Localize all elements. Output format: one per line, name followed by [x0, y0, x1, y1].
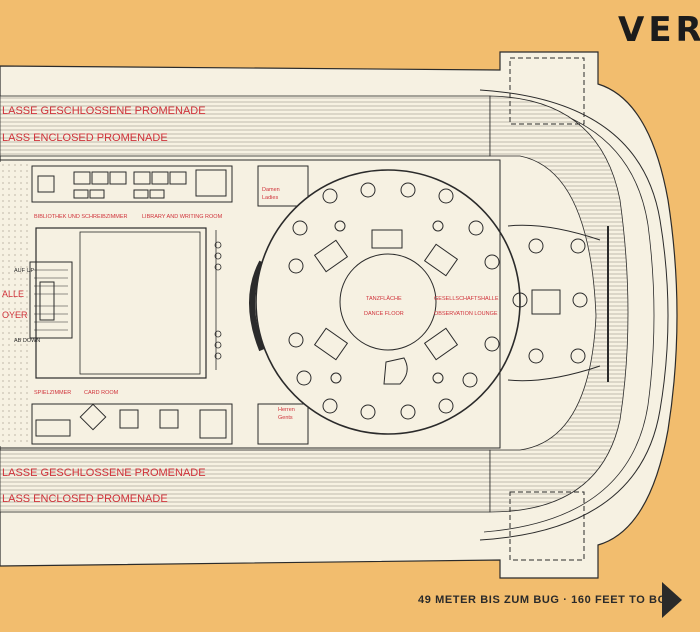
promenade-bottom-hatch: [0, 449, 491, 513]
card-room-label-de: SPIELZIMMER: [34, 390, 71, 396]
stairs-up-label: AUF UP: [14, 268, 35, 274]
stairs-down-label: AB DOWN: [14, 338, 40, 344]
observation-label-en: OBSERVATION LOUNGE: [434, 311, 498, 317]
gents-label-en: Gents: [278, 415, 293, 421]
dance-floor-label-en: DANCE FLOOR: [364, 311, 404, 317]
observation-lounge-circle: [255, 169, 521, 435]
promenade-bottom-en: LASS ENCLOSED PROMENADE: [2, 493, 168, 505]
hall-label: ALLE: [2, 289, 24, 299]
ladies-label-de: Damen: [262, 187, 280, 193]
dance-floor-label-de: TANZFLÄCHE: [366, 295, 402, 302]
bow-hatch: [489, 95, 629, 513]
card-room-label-en: CARD ROOM: [84, 390, 119, 396]
foyer-label: OYER: [2, 310, 28, 320]
distance-to-bow-caption: 49 METER BIS ZUM BUG · 160 FEET TO BOW: [418, 594, 678, 606]
library-label-de: BIBLIOTHEK UND SCHREIBZIMMER: [34, 214, 128, 220]
dance-floor-circle: [339, 253, 437, 351]
promenade-top-en: LASS ENCLOSED PROMENADE: [2, 132, 168, 144]
library-label-en: LIBRARY AND WRITING ROOM: [142, 214, 223, 220]
promenade-top-de: LASSE GESCHLOSSENE PROMENADE: [2, 105, 206, 117]
promenade-bottom-de: LASSE GESCHLOSSENE PROMENADE: [2, 467, 206, 479]
gents-label-de: Herren: [278, 407, 295, 413]
promenade-top-hatch: [0, 95, 491, 157]
forward-arrow-icon: [662, 582, 682, 618]
observation-label-de: GESELLSCHAFTSHALLE: [434, 296, 499, 302]
ladies-label-en: Ladies: [262, 195, 278, 201]
deck-heading: VER: [618, 10, 700, 50]
